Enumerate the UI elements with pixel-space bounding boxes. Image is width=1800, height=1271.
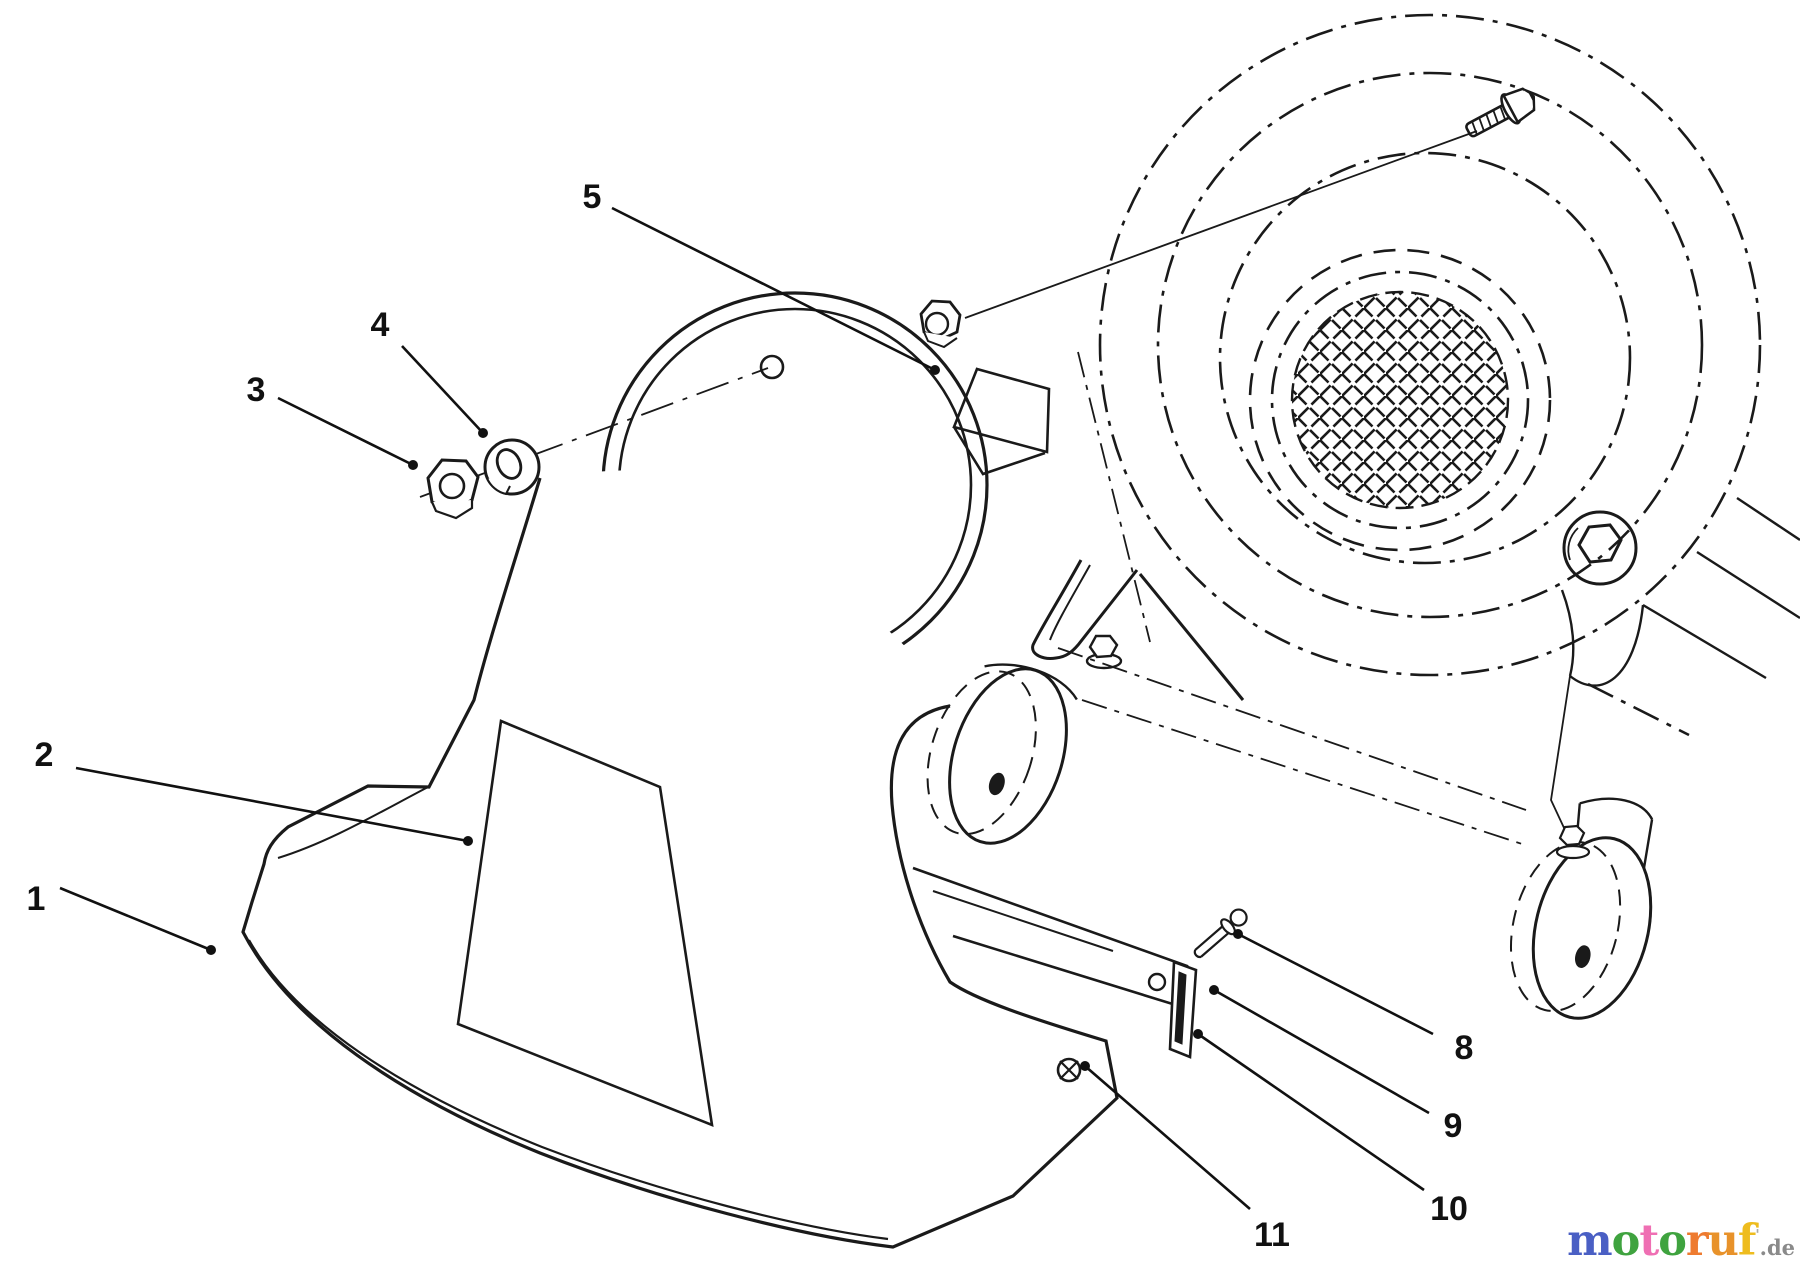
screen-mid-ring (1270, 270, 1530, 530)
callout-4-label: 4 (371, 306, 390, 344)
hex-plug-icon (1562, 510, 1638, 586)
callout-2-label: 2 (35, 736, 54, 774)
foot-to-caster-line (1550, 675, 1571, 831)
blower-foot (1550, 497, 1800, 831)
cone-fill (243, 470, 1117, 1247)
callouts: 1 2 3 4 5 8 9 (27, 178, 1474, 1254)
washer-icon (483, 438, 541, 496)
carriage-bolt-icon (1465, 87, 1536, 138)
motoruf-logo-suffix: .de (1759, 1235, 1795, 1260)
caster-wheel-left (926, 663, 1078, 845)
bar-hole (1147, 972, 1167, 992)
blower-inner-rim (1218, 151, 1632, 565)
callout-5: 5 (583, 178, 940, 375)
caster-centerlines (1057, 351, 1527, 845)
motoruf-logo-word: motoruf (1567, 1216, 1756, 1266)
bracket-vertex-bolt-icon (1085, 634, 1123, 670)
bell-outlet-box (952, 367, 1051, 476)
wheel-hub (1575, 945, 1591, 968)
motoruf-logo[interactable]: motoruf'.de (1567, 1220, 1795, 1263)
blower-mid-rim (1156, 71, 1704, 619)
callout-8: 8 (1233, 929, 1473, 1067)
clevis-pin-icon (1193, 908, 1248, 959)
hex-nut-icon (426, 458, 480, 520)
wheel-hub (988, 772, 1005, 796)
bolt-alignment-line (964, 130, 1478, 319)
screw-icon (1056, 1057, 1082, 1083)
callout-9: 9 (1209, 985, 1462, 1145)
blower-outer-rim (1098, 13, 1762, 677)
axle-phantom-segment (1587, 682, 1690, 737)
callout-4: 4 (371, 306, 488, 438)
swivel-axis-line (1077, 351, 1151, 643)
motoruf-logo-tick: ' (1755, 1227, 1760, 1244)
shoulder-crease (277, 785, 431, 859)
blower-housing-phantom (1098, 13, 1762, 737)
bracket-right-arm (1138, 573, 1245, 701)
caster-bracket (1031, 559, 1245, 701)
callout-3: 3 (247, 371, 418, 470)
wing-nut-icon (919, 299, 962, 349)
callout-3-label: 3 (247, 371, 266, 409)
callout-10-label: 10 (1430, 1190, 1468, 1228)
front-panel (456, 719, 714, 1128)
callout-10: 10 (1193, 1029, 1468, 1228)
screen-outer-ring (1248, 248, 1552, 552)
caster-wheel-right (1509, 797, 1654, 1020)
callout-9-label: 9 (1444, 1107, 1463, 1145)
cone-outline (241, 477, 1119, 1249)
bell-mounting-hole (759, 354, 785, 380)
callout-2: 2 (35, 736, 473, 846)
end-plate (1168, 960, 1198, 1059)
callout-1: 1 (27, 880, 216, 955)
right-caster-bolt-icon (1555, 824, 1591, 860)
callout-5-label: 5 (583, 178, 602, 216)
callout-1-label: 1 (27, 880, 46, 918)
callout-8-label: 8 (1455, 1029, 1474, 1067)
base-rolled-edge (248, 939, 889, 1241)
callout-11: 11 (1080, 1061, 1290, 1254)
caster-fork (984, 663, 1078, 701)
callout-11-label: 11 (1254, 1216, 1290, 1254)
deflector-cone (241, 470, 1119, 1249)
mesh-screen (1290, 290, 1510, 510)
